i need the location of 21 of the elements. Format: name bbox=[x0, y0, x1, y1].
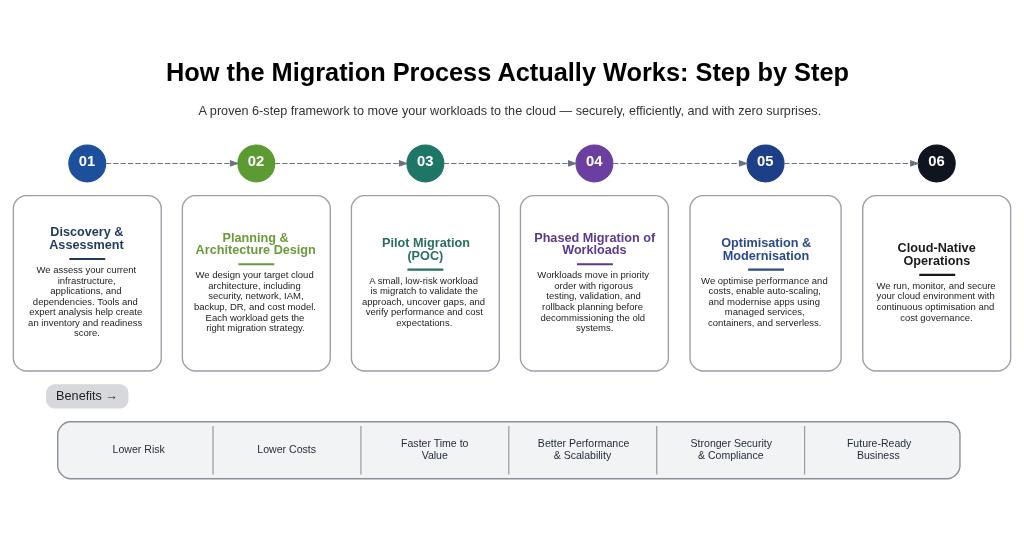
arrow bbox=[274, 160, 409, 167]
node-box: Benefits → bbox=[46, 384, 129, 409]
arrow bbox=[612, 160, 749, 167]
arrow bbox=[443, 160, 578, 167]
arrow bbox=[783, 160, 920, 167]
node-circle: 05 bbox=[746, 144, 785, 183]
node-box: Planning & Architecture Design We design your target cloud architecture, including security, network, IAM, backup, DR, and cost model. Each workload gets the right migration strategy. bbox=[181, 194, 331, 372]
node-circle: 01 bbox=[68, 144, 107, 183]
node-box: Optimisation & Modernisation We optimise performance and costs, enable auto-scaling, and modernise apps using managed services, containers, and serverless. bbox=[689, 194, 842, 372]
node-box: Pilot Migration (POC) A small, low-risk workload is migratch to validate the approach, uncover gaps, and verify performance and cost expectations. bbox=[350, 194, 500, 372]
diagram-title: How the Migration Process Actually Works: Step by Step bbox=[165, 57, 850, 86]
node-box: Cloud-Native Operations We run, monitor, and secure your cloud environment with continuous optimisation and cost governance. bbox=[862, 194, 1012, 372]
node-box: Discovery & Assessment We assess your current infrastructure, applications, and dependencies. Tools and expert analysis help create an inventory and readiness score. bbox=[12, 194, 162, 372]
arrow bbox=[105, 160, 240, 167]
node-circle: 04 bbox=[575, 144, 614, 183]
node-circle: 03 bbox=[406, 144, 445, 183]
node-circle: 02 bbox=[237, 144, 276, 183]
node-box: Phased Migration of Workloads Workloads move in priority order with rigorous testing, validation, and rollback planning before decommissioning the old systems. bbox=[519, 194, 670, 372]
label: A proven 6-step framework to move your workloads to the cloud — securely, efficiently, and with zero surprises. bbox=[198, 104, 822, 119]
node-box: Lower Risk Lower Costs Faster Time to Value Better Performance & Scalability Stronger Security & Compliance Future-Ready Business bbox=[57, 421, 961, 480]
node-circle: 06 bbox=[917, 144, 956, 183]
